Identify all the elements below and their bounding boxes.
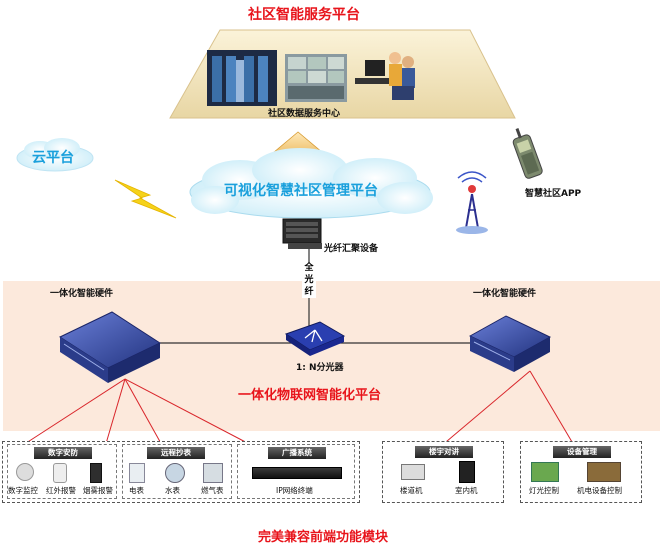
gas-meter-icon: [203, 463, 223, 483]
iot-platform-label: 一体化物联网智能化平台: [238, 388, 382, 403]
module-meter: 远程抄表 电表 水表 燃气表: [122, 444, 232, 499]
server-room-image: [207, 50, 277, 106]
operators-image: [355, 52, 415, 100]
splitter-label: 1: N分光器: [296, 363, 344, 373]
big-cloud-label: 可视化智慧社区管理平台: [224, 183, 378, 199]
fiber-aggregation-device-image: [282, 218, 322, 249]
smoke-detector-icon: [90, 463, 102, 483]
indoor-unit-icon: [459, 461, 475, 483]
module-meter-title: 远程抄表: [147, 447, 205, 459]
module-security: 数字安防 数字监控 红外报警 烟雾报警: [7, 444, 117, 499]
bottom-title: 完美兼容前端功能模块: [258, 530, 389, 545]
lightning-icon: [114, 179, 177, 219]
small-cloud-label: 云平台: [32, 150, 74, 166]
meter-item-2: 水表: [165, 486, 180, 495]
antenna-tower-icon: [456, 171, 488, 234]
module-intercom-title: 楼宇对讲: [415, 446, 473, 458]
intercom-item-1: 楼道机: [400, 486, 423, 495]
device-item-1: 灯光控制: [529, 486, 559, 495]
app-label: 智慧社区APP: [525, 189, 582, 199]
small-cloud-shape: [16, 138, 94, 172]
module-broadcast: 广播系统 IP网络终端: [237, 444, 355, 499]
water-meter-icon: [165, 463, 185, 483]
dome-camera-icon: [16, 463, 34, 481]
hardware-right-label: 一体化智能硬件: [473, 289, 537, 299]
hardware-left-label: 一体化智能硬件: [50, 289, 114, 299]
device-item-2: 机电设备控制: [577, 486, 622, 495]
phone-icon: [512, 128, 543, 179]
security-item-1: 数字监控: [8, 486, 38, 495]
splitter-device-image: [284, 321, 346, 356]
monitor-wall-image: [285, 54, 347, 102]
electric-meter-icon: [129, 463, 145, 483]
fiber-char-3: 纤: [304, 287, 314, 297]
intercom-item-2: 室内机: [455, 486, 478, 495]
lighting-control-icon: [531, 462, 559, 482]
meter-item-1: 电表: [129, 486, 144, 495]
security-item-3: 烟雾报警: [83, 486, 113, 495]
module-broadcast-title: 广播系统: [268, 447, 326, 459]
meter-item-3: 燃气表: [201, 486, 224, 495]
module-intercom: 楼宇对讲 楼道机 室内机: [382, 441, 504, 503]
hardware-left-image: [58, 311, 162, 383]
door-unit-icon: [401, 464, 425, 480]
fiber-char-1: 全: [304, 263, 314, 273]
top-title: 社区智能服务平台: [248, 7, 360, 23]
equipment-control-icon: [587, 462, 621, 482]
big-cloud-shape: [189, 148, 433, 219]
module-security-title: 数字安防: [34, 447, 92, 459]
fiber-char-2: 光: [304, 275, 314, 285]
ip-terminal-icon: [252, 467, 342, 479]
hardware-right-image: [468, 315, 552, 372]
broadcast-item-1: IP网络终端: [276, 486, 313, 495]
data-center-label: 社区数据服务中心: [268, 109, 341, 119]
security-item-2: 红外报警: [46, 486, 76, 495]
module-device-title: 设备管理: [553, 446, 611, 458]
infrared-sensor-icon: [53, 463, 67, 483]
fiber-vertical-label: 全 光 纤: [302, 262, 316, 298]
fiber-device-label: 光纤汇聚设备: [324, 244, 379, 254]
module-device: 设备管理 灯光控制 机电设备控制: [520, 441, 642, 503]
red-link-lines: [19, 370, 576, 448]
